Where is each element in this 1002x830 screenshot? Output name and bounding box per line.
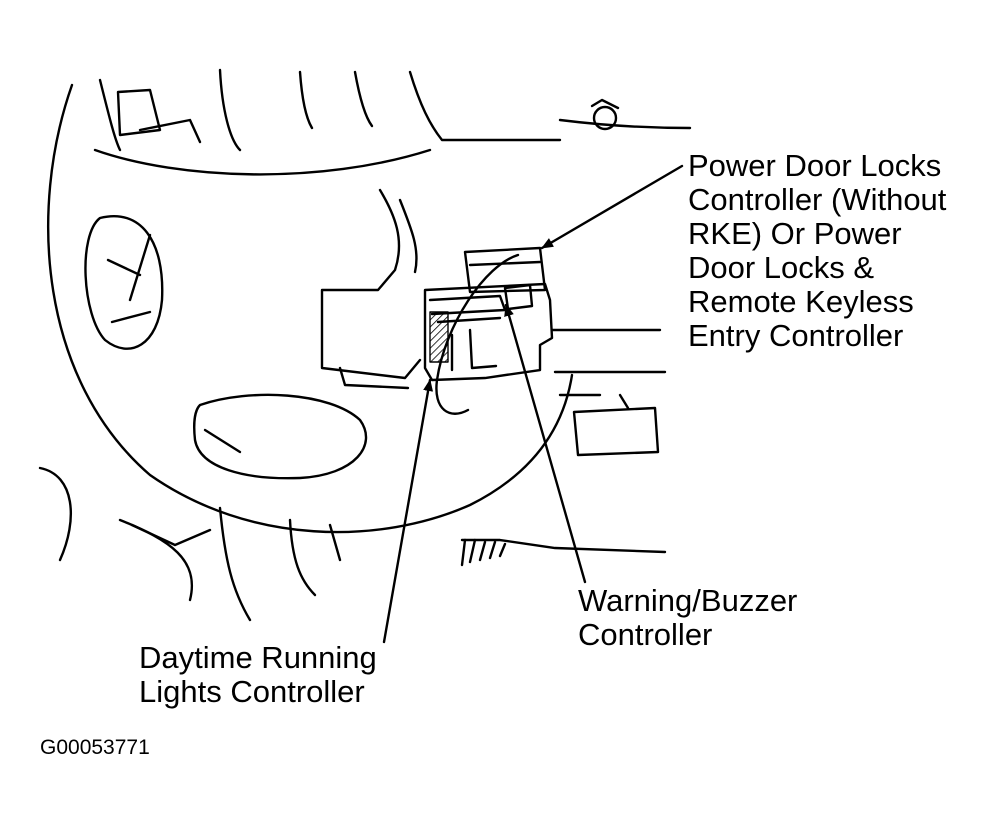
steering-column <box>320 188 422 380</box>
callout-line: RKE) Or Power <box>688 216 902 251</box>
arrow-warning-buzzer <box>504 303 587 584</box>
pedal-pad <box>572 406 660 457</box>
callout-line: Lights Controller <box>139 674 365 709</box>
steering-wheel-rim-top <box>93 148 432 176</box>
spoke-hole-lower <box>193 393 368 480</box>
callout-line: Remote Keyless <box>688 284 914 319</box>
daytime-running-callout: Daytime Running Lights Controller <box>139 641 377 709</box>
power-door-locks-callout: Power Door Locks Controller (Without RKE… <box>688 149 946 353</box>
controller-top-module <box>463 246 547 294</box>
controller-ring <box>435 253 520 415</box>
callout-line: Power Door Locks <box>688 148 942 183</box>
callout-line: Warning/Buzzer <box>578 583 798 618</box>
spoke-hole-left <box>84 215 164 350</box>
arrow-power-door-locks <box>540 164 684 250</box>
callout-line: Controller <box>578 617 713 652</box>
callout-line: Entry Controller <box>688 318 904 353</box>
figure-id: G00053771 <box>40 736 150 759</box>
controller-body <box>423 282 554 382</box>
arrow-daytime-running <box>382 378 434 644</box>
steering-wheel-rim <box>47 83 574 534</box>
warning-buzzer-callout: Warning/Buzzer Controller <box>578 584 797 652</box>
callout-line: Daytime Running <box>139 640 377 675</box>
callout-line: Controller (Without <box>688 182 947 217</box>
callout-line: Door Locks & <box>688 250 875 285</box>
